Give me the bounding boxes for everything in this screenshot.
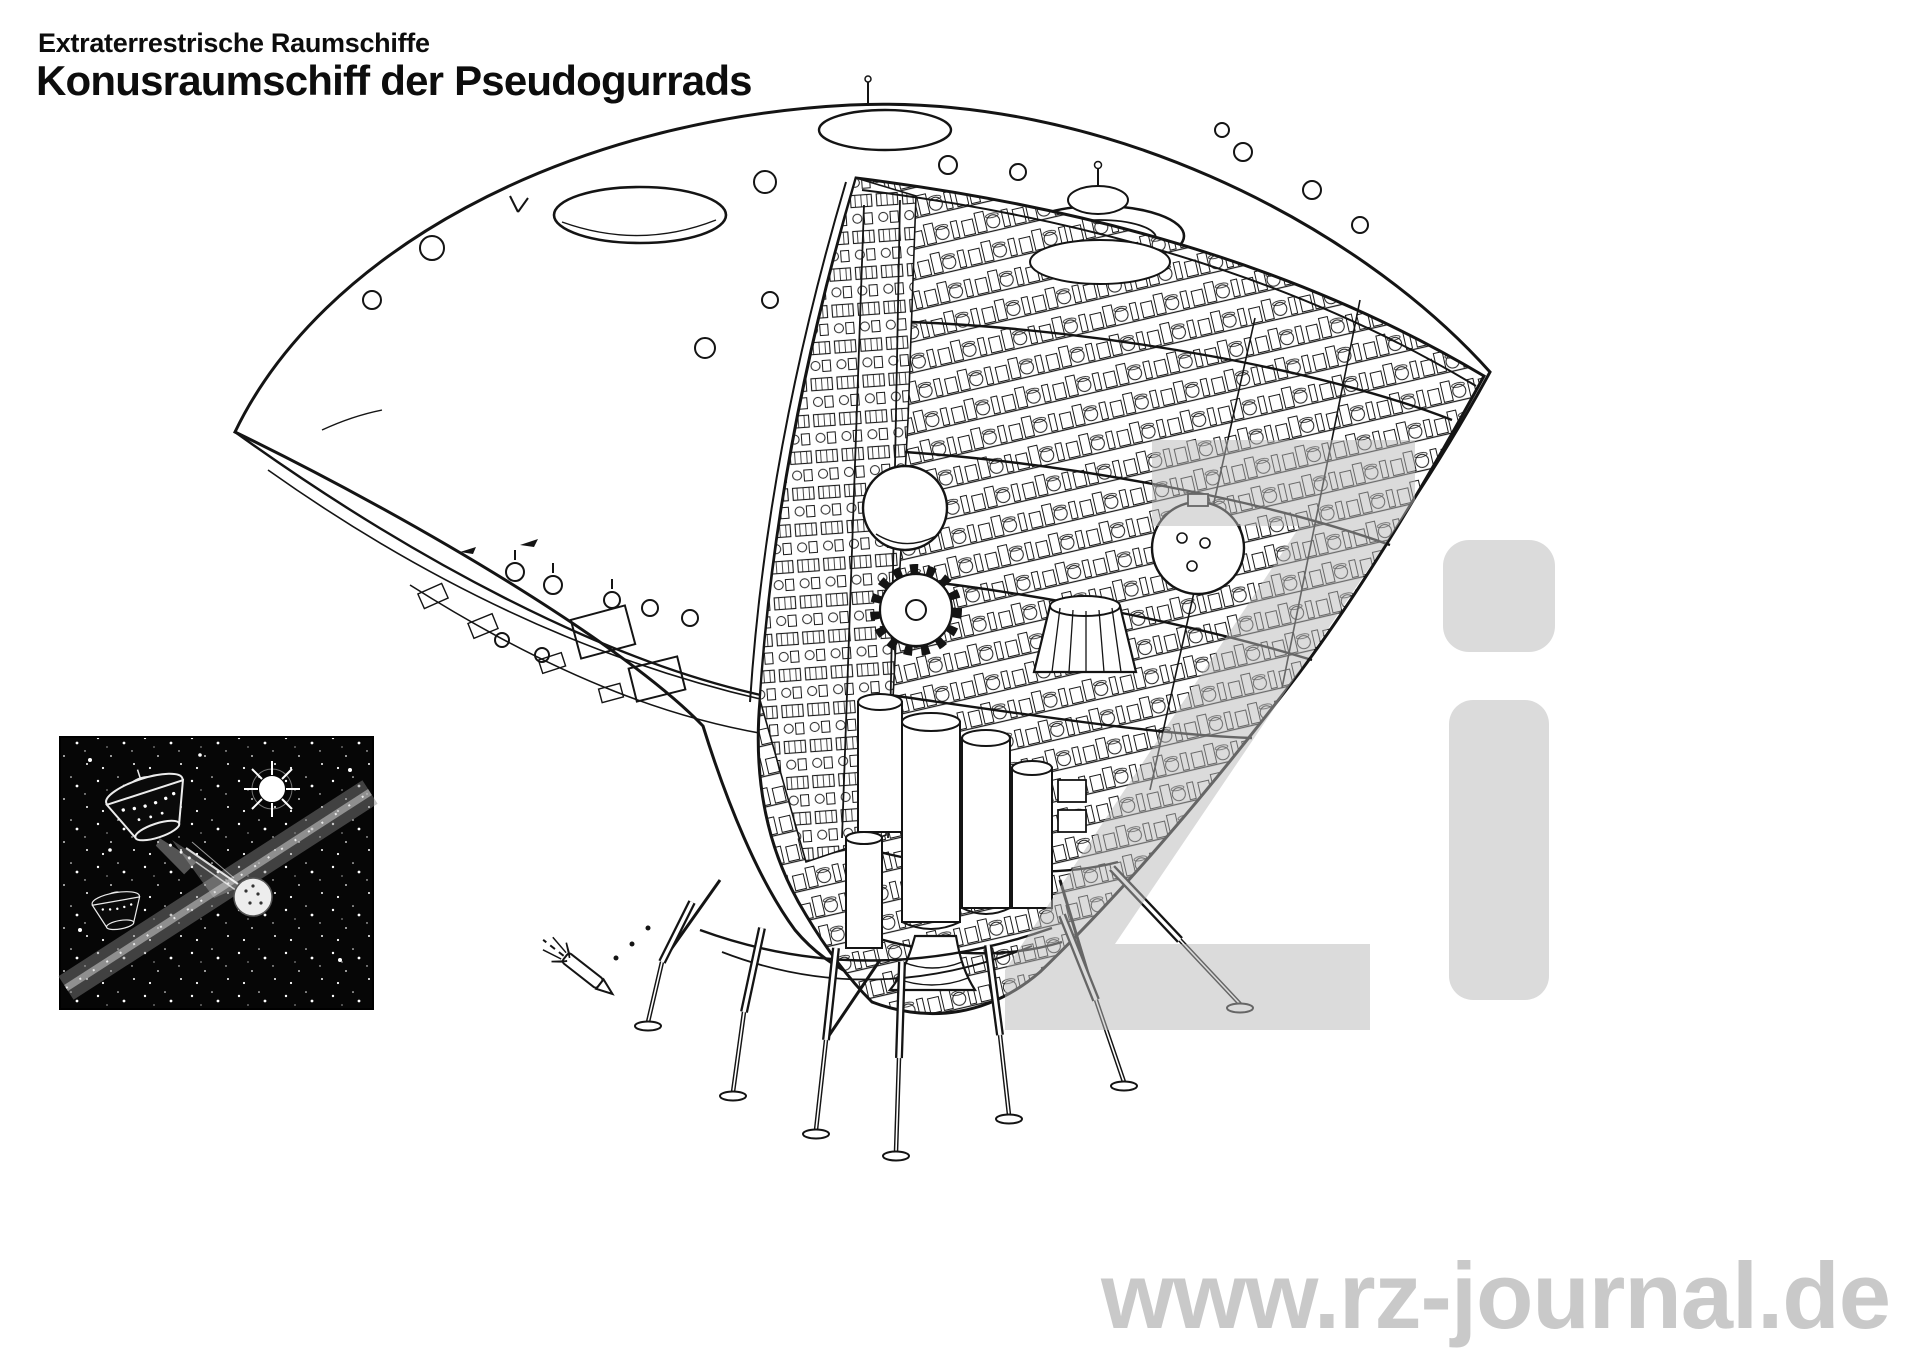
cutaway-interior	[699, 176, 1487, 1016]
machinery	[845, 239, 1246, 992]
sun-icon	[244, 761, 300, 817]
watermark-logo	[1005, 440, 1555, 1030]
comet-ship	[172, 840, 273, 917]
cone-ship-large	[105, 769, 197, 875]
cutaway-rack-wall	[759, 177, 917, 864]
cone-ship-small	[91, 891, 141, 931]
page-title: Konusraumschiff der Pseudogurrads	[36, 57, 753, 104]
inset-space-scene	[58, 736, 378, 1010]
watermark-url: www.rz-journal.de	[1100, 1243, 1891, 1348]
launching-rocket	[542, 925, 651, 996]
series-title: Extraterrestrische Raumschiffe	[38, 28, 430, 58]
